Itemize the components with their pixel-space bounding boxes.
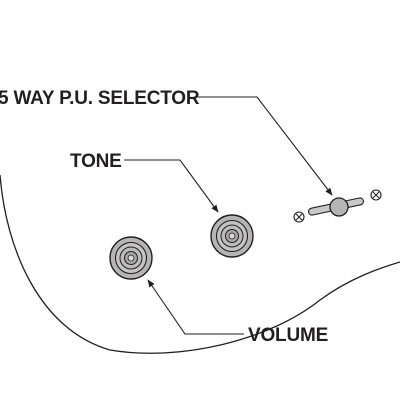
selector-label: 5 WAY P.U. SELECTOR [0,88,200,109]
volume-label: VOLUME [248,325,328,346]
volume-knob-icon [109,236,153,280]
selector-switch-icon [307,197,365,217]
volume-leader-line [147,279,244,335]
screw-icon [370,189,382,201]
screw-icon [293,211,305,223]
tone-leader-line [124,159,219,213]
pickguard-outline [0,174,400,354]
tone-knob-icon [210,214,254,258]
selector-leader-line [198,96,333,196]
tone-label: TONE [70,151,122,172]
